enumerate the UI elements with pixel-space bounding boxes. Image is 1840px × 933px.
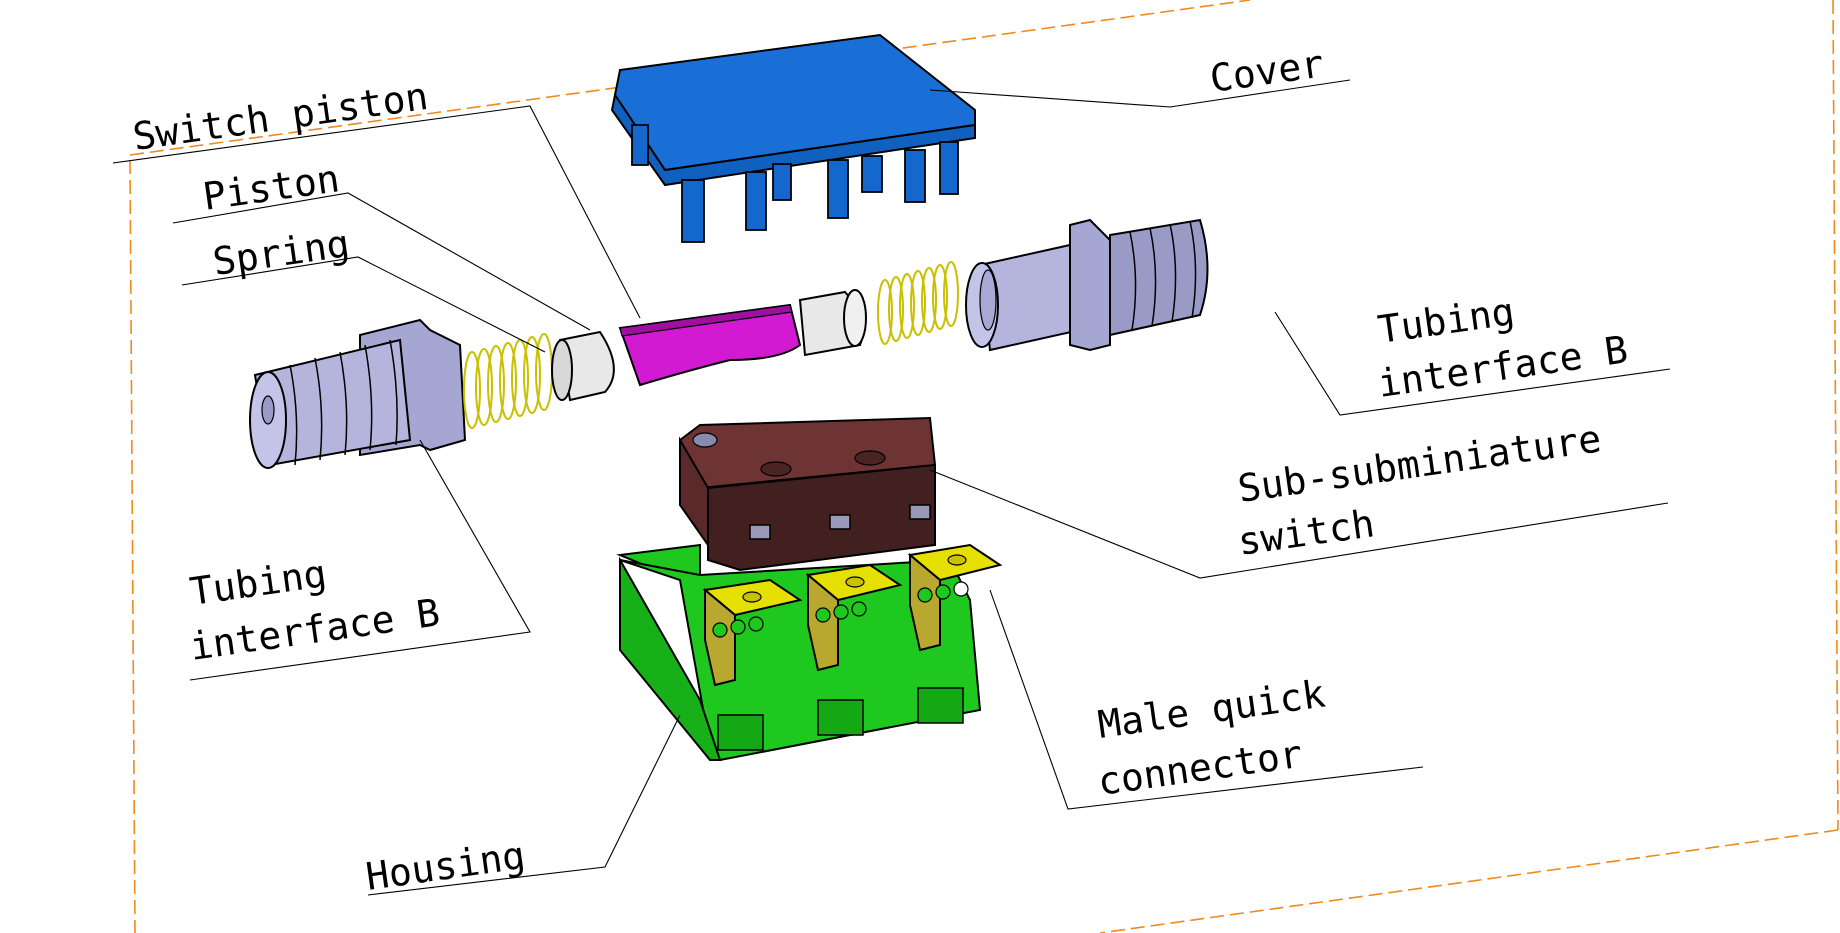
label-switch-piston: Switch piston	[130, 74, 431, 159]
label-piston: Piston	[200, 156, 342, 219]
label-switch-line1: Sub-subminiature	[1235, 416, 1604, 511]
leader-line-switch	[929, 469, 1669, 579]
tubing-interface-right-part[interactable]	[965, 218, 1209, 352]
leader-line-spring	[181, 256, 546, 353]
spring-left-part[interactable]	[463, 333, 553, 429]
leader-line-tubing-left	[189, 439, 531, 681]
frame-line-left	[129, 159, 136, 933]
label-housing: Housing	[363, 833, 528, 899]
connector-3	[907, 543, 1003, 652]
male-quick-connector-part[interactable]	[702, 543, 1003, 687]
connector-1	[702, 578, 803, 687]
sub-subminiature-switch-part[interactable]	[678, 416, 937, 572]
spring-right-part[interactable]	[877, 261, 959, 345]
piston-right-part[interactable]	[798, 289, 867, 357]
tubing-interface-left-part[interactable]	[249, 318, 467, 469]
leader-line-tubing-right	[1274, 311, 1671, 416]
label-tubing-left-line1: Tubing	[187, 551, 329, 614]
label-tubing-right-line1: Tubing	[1375, 289, 1517, 352]
leader-line-connector	[989, 589, 1424, 810]
leader-line-piston	[172, 192, 591, 331]
switch-piston-part[interactable]	[618, 303, 802, 387]
label-spring: Spring	[210, 221, 352, 284]
leader-line-housing	[367, 714, 681, 896]
cover-part[interactable]	[610, 33, 976, 243]
piston-left-part[interactable]	[551, 330, 615, 402]
leader-line-switch-piston	[112, 105, 641, 319]
frame-line-bottom	[1099, 829, 1839, 933]
frame-line-right	[1832, 0, 1839, 831]
leader-line-cover	[929, 79, 1351, 108]
label-switch-line2: switch	[1235, 501, 1377, 564]
label-cover: Cover	[1207, 41, 1326, 100]
connector-2	[805, 563, 903, 672]
